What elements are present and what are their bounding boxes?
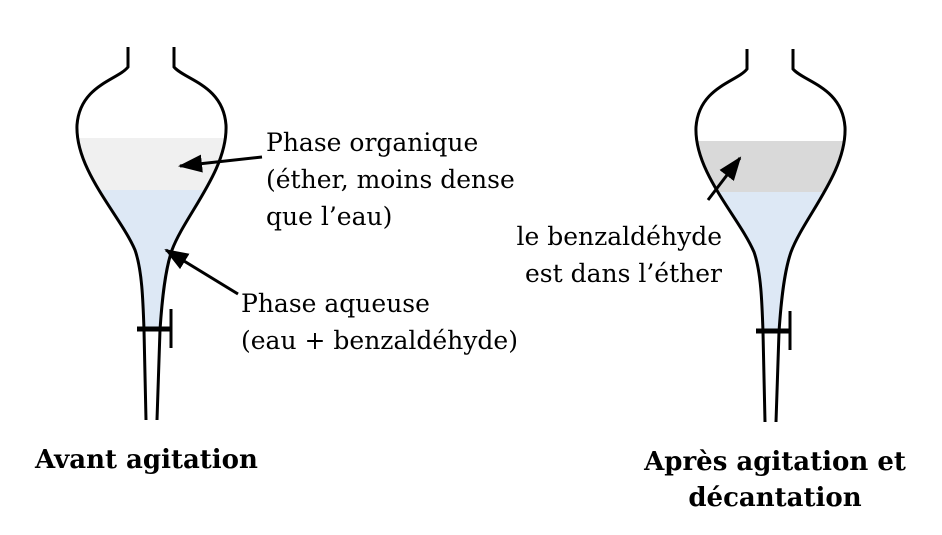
label-line: est dans l’éther [524,259,722,288]
aqueous-phase [76,190,227,330]
organic-phase-label: Phase organique (éther, moins dense que … [266,124,515,235]
organic-phase [76,138,227,190]
label-line: (éther, moins dense [266,165,515,194]
label-line: (eau + benzaldéhyde) [241,326,518,355]
caption-line: décantation [688,483,862,513]
label-line: le benzaldéhyde [516,222,722,251]
aqueous-phase-label: Phase aqueuse (eau + benzaldéhyde) [241,285,518,359]
label-line: Phase organique [266,128,479,157]
caption-before: Avant agitation [35,445,258,475]
organic-phase [695,141,846,192]
label-line: Phase aqueuse [241,289,430,318]
funnel-before [75,47,228,421]
arrow-ether [706,156,742,201]
stopcock [137,309,173,348]
label-line: que l’eau) [266,202,393,231]
stopcock [756,311,792,350]
arrow-aqueous [164,248,239,296]
benzaldehyde-label: le benzaldéhyde est dans l’éther [516,218,722,292]
caption-line: Après agitation et [644,447,906,477]
caption-after: Après agitation et décantation [625,444,925,516]
arrow-organic [178,154,263,173]
